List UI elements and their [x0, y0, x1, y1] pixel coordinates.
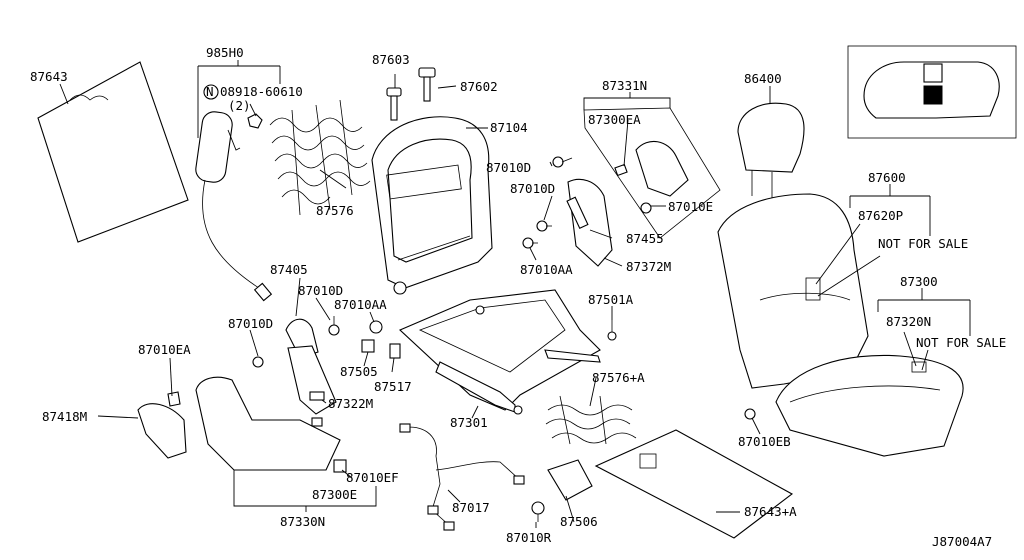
cushion-outer-trim: [195, 376, 347, 473]
cushion-spring-mat: [545, 395, 637, 445]
label-qty-2: (2): [228, 98, 251, 113]
n-mark-icon: [203, 84, 219, 100]
back-board-panel: [37, 61, 189, 243]
label-not-for-sale-2: NOT FOR SALE: [916, 335, 1006, 350]
label-87576-a: 87576+A: [592, 370, 645, 385]
headrest-guides: [386, 67, 436, 121]
label-87301: 87301: [450, 415, 488, 430]
wire-harness: [399, 423, 525, 531]
diagram-code: J87004A7: [932, 534, 992, 549]
headrest: [737, 102, 805, 198]
label-87010ea: 87010EA: [138, 342, 191, 357]
label-87017: 87017: [452, 500, 490, 515]
label-87576: 87576: [316, 203, 354, 218]
label-87010aa-a: 87010AA: [520, 262, 573, 277]
side-cover-group: [583, 107, 721, 239]
seatback-frame: [371, 116, 493, 295]
label-87300: 87300: [900, 274, 938, 289]
label-87372m: 87372M: [626, 259, 671, 274]
label-985h0: 985H0: [206, 45, 244, 60]
label-87501a: 87501A: [588, 292, 634, 307]
cushion-garnish-left: [137, 391, 187, 459]
label-86400: 86400: [744, 71, 782, 86]
seat-cushion-frame: [399, 289, 601, 415]
label-87010eb: 87010EB: [738, 434, 791, 449]
label-87010r: 87010R: [506, 530, 552, 545]
seat-cushion-trim-assembly: [775, 354, 964, 457]
control-module: [531, 459, 593, 522]
label-not-for-sale-1: NOT FOR SALE: [878, 236, 968, 251]
inner-side-trims: [285, 318, 337, 415]
label-87455: 87455: [626, 231, 664, 246]
label-87620p: 87620P: [858, 208, 903, 223]
label-87331n: 87331N: [602, 78, 647, 93]
clip-87010eb: [744, 408, 756, 420]
small-clips: [361, 339, 401, 359]
label-87300e: 87300E: [312, 487, 357, 502]
label-87322m: 87322M: [328, 396, 373, 411]
label-87405: 87405: [270, 262, 308, 277]
label-87602: 87602: [460, 79, 498, 94]
side-airbag-module: [195, 111, 273, 302]
label-87010d-c: 87010D: [298, 283, 343, 298]
label-87010d-d: 87010D: [228, 316, 273, 331]
label-87010d-b: 87010D: [510, 181, 555, 196]
label-87300ea: 87300EA: [588, 112, 641, 127]
bolt-set: [252, 156, 617, 368]
label-87104: 87104: [490, 120, 528, 135]
n-mark-text: N: [206, 84, 214, 99]
label-87010aa-b: 87010AA: [334, 297, 387, 312]
recliner-cover: [566, 178, 613, 267]
label-87330n: 87330N: [280, 514, 325, 529]
label-87320n: 87320N: [886, 314, 931, 329]
label-08918-60610: 08918-60610: [220, 84, 303, 99]
label-87418m: 87418M: [42, 409, 87, 424]
label-87010d-a: 87010D: [486, 160, 531, 175]
label-87643: 87643: [30, 69, 68, 84]
label-87517: 87517: [374, 379, 412, 394]
label-87643-a: 87643+A: [744, 504, 797, 519]
cushion-board: [594, 429, 794, 539]
seatback-spring-mat: [269, 99, 371, 216]
label-87603: 87603: [372, 52, 410, 67]
vehicle-inset: [847, 45, 1017, 139]
label-87010ef: 87010EF: [346, 470, 399, 485]
leader-lines: [59, 60, 971, 528]
label-87506: 87506: [560, 514, 598, 529]
label-87010e: 87010E: [668, 199, 713, 214]
label-87600: 87600: [868, 170, 906, 185]
label-87505: 87505: [340, 364, 378, 379]
seatback-trim-assembly: [717, 193, 869, 389]
